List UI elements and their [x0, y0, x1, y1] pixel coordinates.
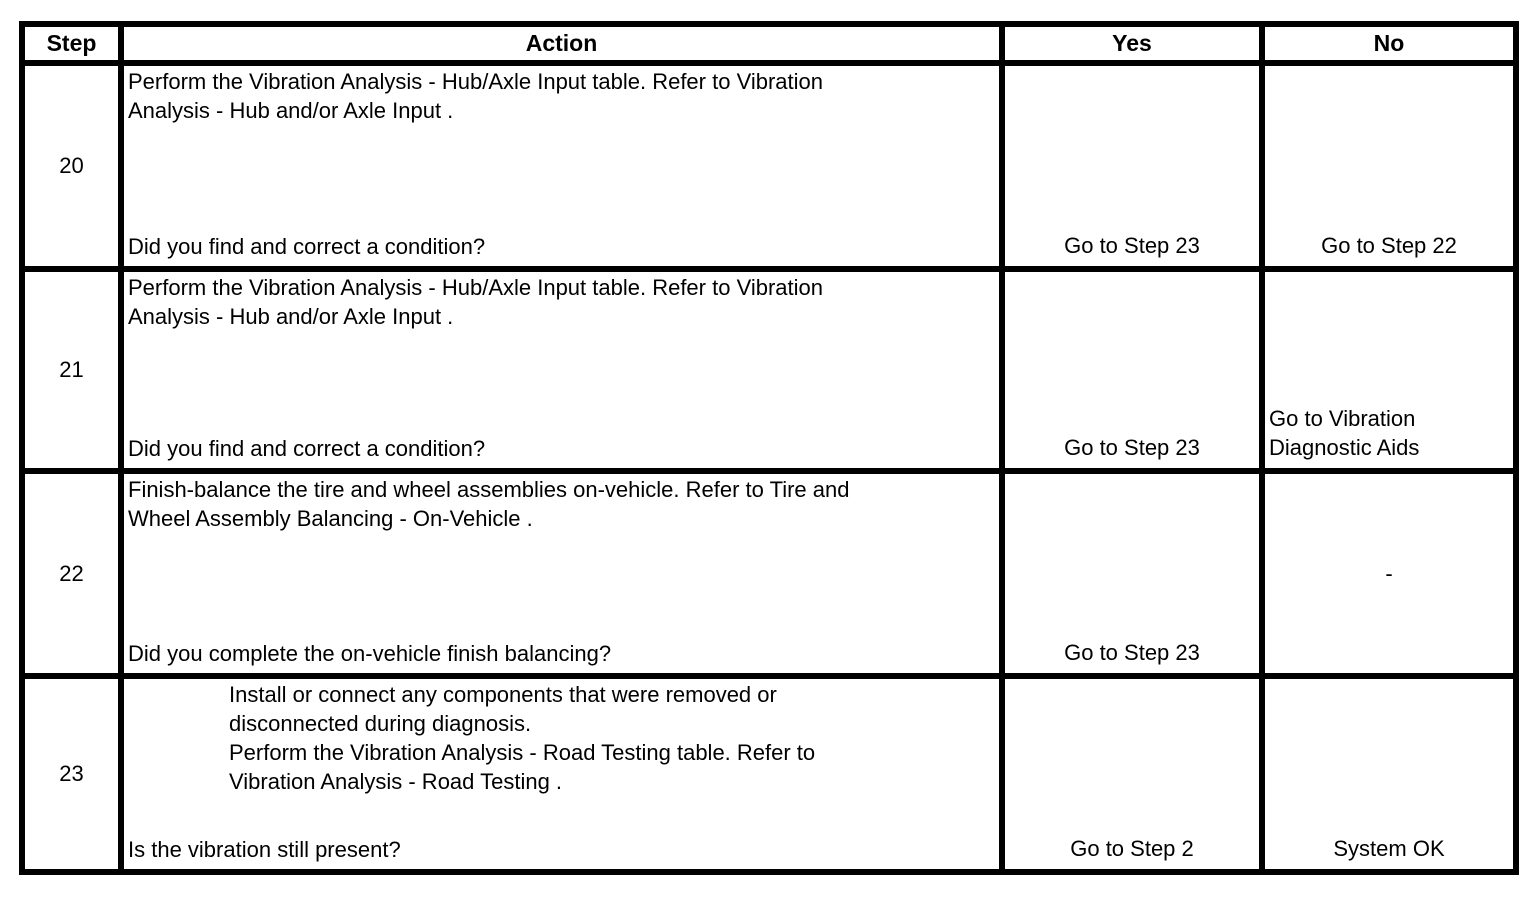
action-description: Perform the Vibration Analysis - Hub/Axl…: [128, 69, 823, 123]
action-question: Is the vibration still present?: [128, 837, 401, 862]
step-number-cell: 21: [25, 266, 118, 468]
no-cell: Go to Step 22: [1259, 60, 1513, 266]
no-cell: -: [1259, 468, 1513, 673]
action-description: Perform the Vibration Analysis - Hub/Axl…: [128, 275, 823, 329]
header-cell-action: Action: [118, 27, 999, 60]
action-cell: Perform the Vibration Analysis - Hub/Axl…: [118, 266, 999, 468]
yes-cell: Go to Step 23: [999, 468, 1259, 673]
yes-cell: Go to Step 2: [999, 673, 1259, 869]
action-question: Did you find and correct a condition?: [128, 436, 486, 461]
action-question: Did you complete the on-vehicle finish b…: [128, 641, 612, 666]
header-cell-step: Step: [46, 30, 97, 56]
diagnostic-steps-table: Step Action Yes No 20 Perform the Vibrat…: [19, 21, 1519, 875]
no-cell: System OK: [1259, 673, 1513, 869]
action-cell: Finish-balance the tire and wheel assemb…: [118, 468, 999, 673]
action-description: Finish-balance the tire and wheel assemb…: [128, 477, 850, 531]
action-question: Did you find and correct a condition?: [128, 234, 486, 259]
action-cell: Install or connect any components that w…: [118, 673, 999, 869]
no-cell: Go to Vibration Diagnostic Aids: [1259, 266, 1513, 468]
header-cell-yes: Yes: [999, 27, 1259, 60]
action-cell: Perform the Vibration Analysis - Hub/Axl…: [118, 60, 999, 266]
header-cell-no: No: [1259, 27, 1513, 60]
step-number-cell: 23: [25, 673, 118, 869]
step-number-cell: 22: [25, 468, 118, 673]
yes-cell: Go to Step 23: [999, 60, 1259, 266]
yes-cell: Go to Step 23: [999, 266, 1259, 468]
action-description: Install or connect any components that w…: [229, 682, 816, 794]
step-number-cell: 20: [25, 60, 118, 266]
